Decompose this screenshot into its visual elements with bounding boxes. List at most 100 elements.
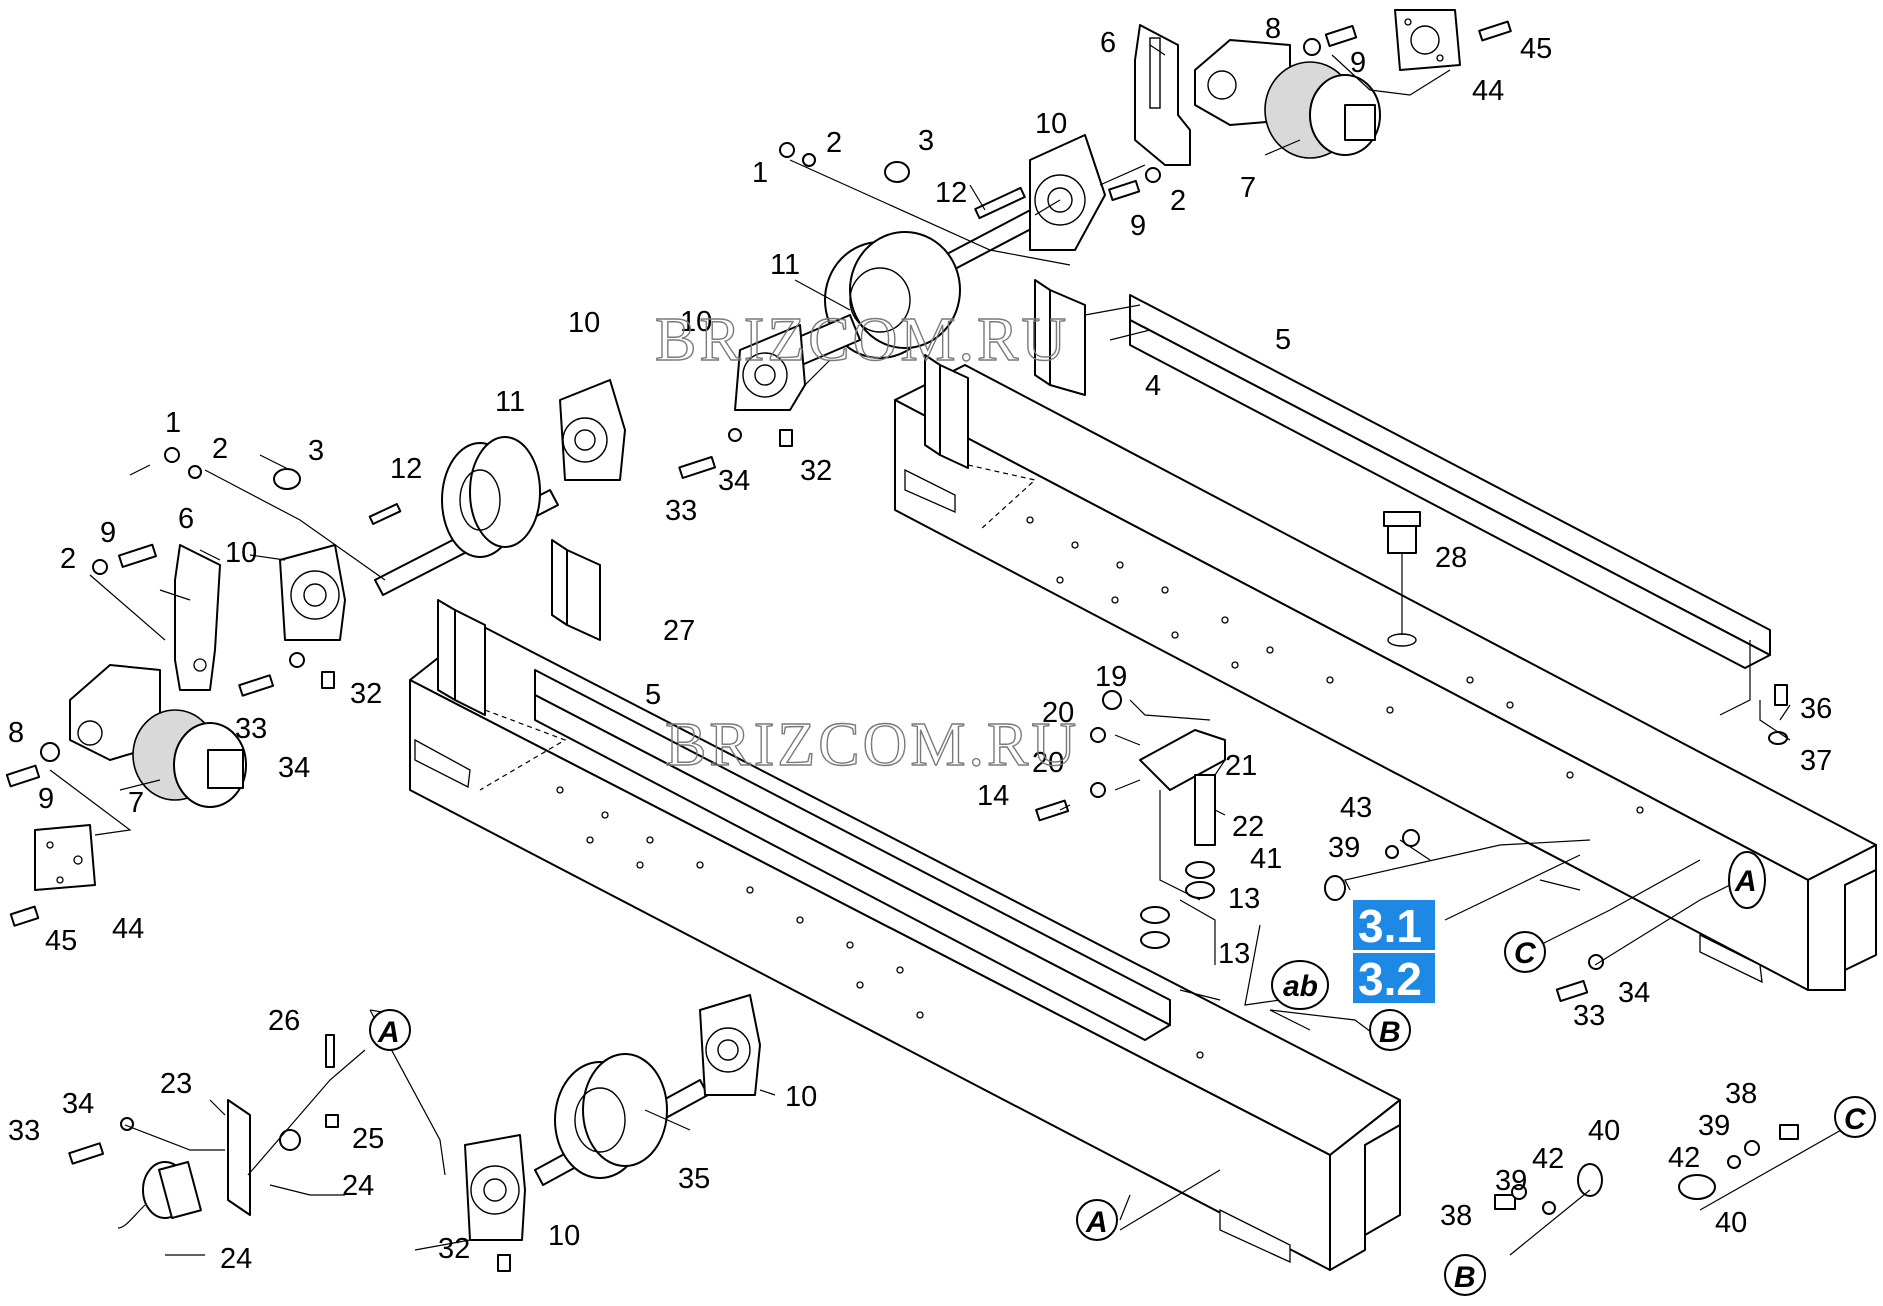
ref-circle-b-mid bbox=[1369, 1009, 1411, 1051]
callout-1-left: 1 bbox=[165, 407, 181, 439]
callout-10-mid: 10 bbox=[680, 306, 712, 338]
callout-40-mid: 40 bbox=[1588, 1115, 1620, 1147]
callout-3-left: 3 bbox=[308, 435, 324, 467]
callout-41: 41 bbox=[1250, 843, 1282, 875]
callout-10-upper-left: 10 bbox=[568, 307, 600, 339]
callout-32-mid: 32 bbox=[800, 455, 832, 487]
proximity-sensor-group bbox=[1035, 690, 1226, 965]
badge-3-2-label: 3.2 bbox=[1358, 953, 1422, 1005]
ref-circle-a-bottom bbox=[1076, 1199, 1118, 1241]
wheel-assembly-35 bbox=[464, 994, 761, 1272]
callout-37: 37 bbox=[1800, 745, 1832, 777]
callout-38-bottom: 38 bbox=[1440, 1200, 1472, 1232]
callout-13-a: 13 bbox=[1228, 883, 1260, 915]
ref-circle-b-bottom bbox=[1444, 1254, 1486, 1296]
callout-11-left: 11 bbox=[495, 386, 525, 418]
ref-circle-c-mid bbox=[1504, 931, 1546, 973]
callout-20-b: 20 bbox=[1032, 747, 1064, 779]
callout-9-left-low: 9 bbox=[38, 783, 54, 815]
sensor-assembly-23 bbox=[68, 1034, 339, 1229]
badge-3-1 bbox=[1353, 900, 1435, 950]
callout-5-rear: 5 bbox=[1275, 324, 1291, 356]
callout-44-top: 44 bbox=[1472, 75, 1504, 107]
callout-22: 22 bbox=[1232, 811, 1264, 843]
callout-28: 28 bbox=[1435, 542, 1467, 574]
callout-34-mid: 34 bbox=[718, 465, 750, 497]
watermark-middle: BRIZCOM.RU bbox=[665, 711, 1079, 779]
section-badges: 3.1 3.2 bbox=[1353, 900, 1435, 1005]
callout-26: 26 bbox=[268, 1005, 300, 1037]
reference-markers: A C ab B A A B C bbox=[369, 851, 1876, 1296]
front-beam-holes bbox=[556, 786, 1204, 1059]
callout-34-left: 34 bbox=[278, 752, 310, 784]
rear-drive-assembly bbox=[734, 9, 1512, 411]
rear-beam-4 bbox=[894, 279, 1877, 991]
callout-42-mid: 42 bbox=[1532, 1143, 1564, 1175]
fastener-groups bbox=[1324, 684, 1799, 1215]
plug-28 bbox=[1383, 511, 1421, 647]
callout-24-b: 24 bbox=[220, 1243, 252, 1275]
callout-6-top: 6 bbox=[1100, 27, 1116, 59]
callout-9-top: 9 bbox=[1350, 47, 1366, 79]
callout-40-right: 40 bbox=[1715, 1207, 1747, 1239]
callout-33-bottom: 33 bbox=[8, 1115, 40, 1147]
badge-3-1-label: 3.1 bbox=[1358, 900, 1422, 952]
ref-label-c-mid: C bbox=[1514, 937, 1537, 970]
callout-11-top: 11 bbox=[770, 249, 800, 281]
callout-33-mid: 33 bbox=[665, 495, 697, 527]
callout-38-right: 38 bbox=[1725, 1078, 1757, 1110]
callout-8-top: 8 bbox=[1265, 13, 1281, 45]
callout-20-a: 20 bbox=[1042, 697, 1074, 729]
front-drive-assembly bbox=[5, 379, 793, 927]
callout-27: 27 bbox=[663, 615, 695, 647]
ref-label-b-bottom: B bbox=[1454, 1261, 1476, 1294]
callout-42-right: 42 bbox=[1668, 1142, 1700, 1174]
callout-35: 35 bbox=[678, 1163, 710, 1195]
ref-circle-c-right bbox=[1834, 1096, 1876, 1138]
callout-10-left: 10 bbox=[225, 537, 257, 569]
callout-2-left: 2 bbox=[212, 433, 228, 465]
callout-19: 19 bbox=[1095, 661, 1127, 693]
callout-24-a: 24 bbox=[342, 1170, 374, 1202]
callout-32-left: 32 bbox=[350, 678, 382, 710]
callout-44-left: 44 bbox=[112, 913, 144, 945]
callout-39-mid: 39 bbox=[1328, 832, 1360, 864]
badge-3-2 bbox=[1353, 953, 1435, 1003]
callout-10-bottom-b: 10 bbox=[785, 1081, 817, 1113]
callout-36: 36 bbox=[1800, 693, 1832, 725]
watermark-top: BRIZCOM.RU bbox=[655, 306, 1069, 374]
angle-profile-5-front bbox=[534, 669, 1171, 1041]
callout-34-right: 34 bbox=[1618, 977, 1650, 1009]
rear-beam-holes bbox=[1026, 516, 1644, 814]
callout-43: 43 bbox=[1340, 792, 1372, 824]
callout-2-right: 2 bbox=[1170, 185, 1186, 217]
callout-23: 23 bbox=[160, 1068, 192, 1100]
callout-13-b: 13 bbox=[1218, 938, 1250, 970]
callout-45-left: 45 bbox=[45, 925, 77, 957]
callout-2-top: 2 bbox=[826, 127, 842, 159]
callout-9-right: 9 bbox=[1130, 210, 1146, 242]
callout-21: 21 bbox=[1225, 750, 1257, 782]
ref-label-a-right: A bbox=[1734, 865, 1757, 898]
callout-45-top: 45 bbox=[1520, 33, 1552, 65]
callout-39-right: 39 bbox=[1698, 1110, 1730, 1142]
callout-10-bottom-a: 10 bbox=[548, 1220, 580, 1252]
callout-9-left: 9 bbox=[100, 517, 116, 549]
callout-12-top: 12 bbox=[935, 177, 967, 209]
callout-34-bottom: 34 bbox=[62, 1088, 94, 1120]
ref-circle-a-left bbox=[369, 1009, 411, 1051]
callout-10-top: 10 bbox=[1035, 108, 1067, 140]
callout-25: 25 bbox=[352, 1123, 384, 1155]
angle-profile-5-rear bbox=[1129, 294, 1771, 716]
ref-circle-a-right bbox=[1728, 851, 1766, 909]
callout-12-left: 12 bbox=[390, 453, 422, 485]
callout-32-bottom: 32 bbox=[438, 1233, 470, 1265]
watermarks: BRIZCOM.RU BRIZCOM.RU bbox=[654, 305, 1079, 779]
callout-33-right: 33 bbox=[1573, 1000, 1605, 1032]
callout-7-top: 7 bbox=[1240, 172, 1256, 204]
callout-numbers: 1 2 3 12 10 6 8 9 45 44 2 9 7 11 10 5 4 … bbox=[8, 13, 1832, 1275]
callout-39-bottom: 39 bbox=[1495, 1165, 1527, 1197]
callout-14: 14 bbox=[977, 780, 1009, 812]
ref-label-ab: ab bbox=[1283, 970, 1318, 1003]
